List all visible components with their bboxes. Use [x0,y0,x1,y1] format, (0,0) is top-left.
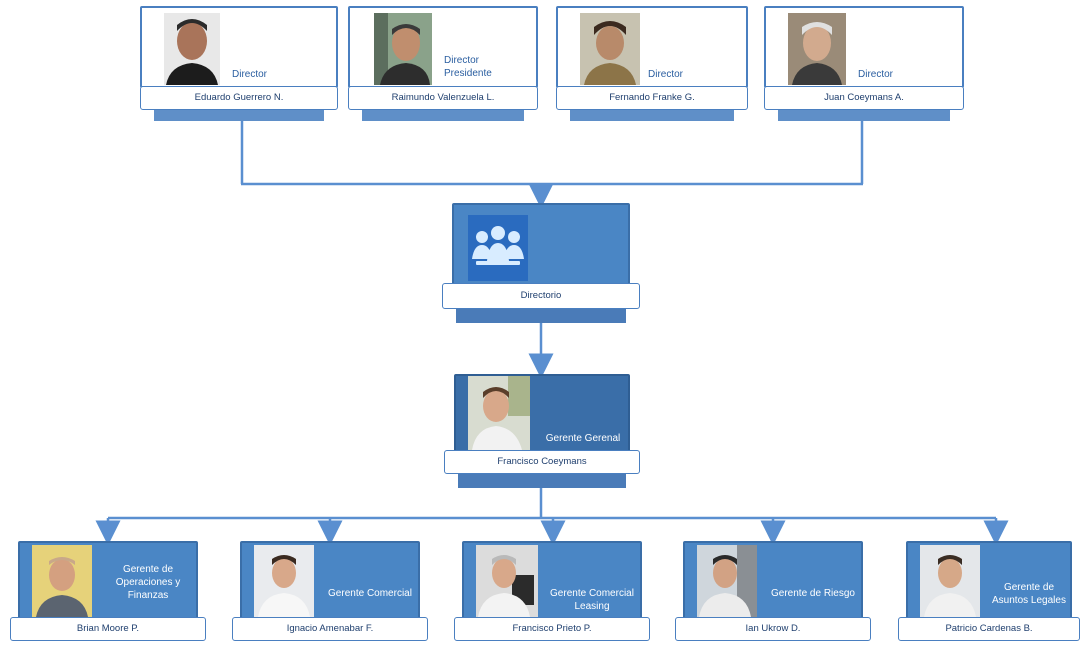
director-photo [164,13,220,85]
manager-photo [254,545,314,617]
manager-card-2: Gerente Comercial Ignacio Amenabar F. [232,541,428,653]
director-role: Director Presidente [444,55,492,79]
manager-name: Francisco Prieto P. [454,617,650,641]
director-name: Raimundo Valenzuela L. [348,86,538,110]
manager-photo [476,545,538,617]
director-name: Juan Coeymans A. [764,86,964,110]
manager-role: Gerente Comercial Leasing [550,588,634,612]
director-photo [580,13,640,85]
director-card-2: Director Presidente Raimundo Valenzuela … [348,6,538,121]
director-card-4: Director Juan Coeymans A. [764,6,964,121]
board-group-icon [468,215,528,281]
director-card-1: Director Eduardo Guerrero N. [140,6,338,121]
manager-name: Patricio Cardenas B. [898,617,1080,641]
manager-role: Gerente de Asuntos Legales [992,582,1066,606]
director-photo [788,13,846,85]
manager-role: Gerente de Riesgo [771,588,855,599]
director-role: Director [858,69,894,80]
manager-name: Brian Moore P. [10,617,206,641]
manager-card-3: Gerente Comercial Leasing Francisco Prie… [454,541,650,653]
board-card: Directorio [442,203,640,323]
manager-name: Ian Ukrow D. [675,617,871,641]
ceo-name: Francisco Coeymans [444,450,640,474]
director-role: Director [232,69,268,80]
manager-photo [697,545,757,617]
director-role: Director [648,69,684,80]
director-name: Eduardo Guerrero N. [140,86,338,110]
manager-photo [920,545,980,617]
ceo-card: Gerente Gerenal Francisco Coeymans [444,374,640,490]
director-photo [374,13,432,85]
board-name: Directorio [442,283,640,309]
manager-card-5: Gerente de Asuntos Legales Patricio Card… [898,541,1080,653]
director-card-3: Director Fernando Franke G. [556,6,748,121]
manager-role: Gerente Comercial [328,588,412,599]
manager-name: Ignacio Amenabar F. [232,617,428,641]
director-name: Fernando Franke G. [556,86,748,110]
manager-card-4: Gerente de Riesgo Ian Ukrow D. [675,541,871,653]
ceo-photo [468,376,530,450]
ceo-role: Gerente Gerenal [545,433,621,444]
manager-photo [32,545,92,617]
manager-role: Gerente de Operaciones y Finanzas [115,564,181,601]
manager-card-1: Gerente de Operaciones y Finanzas Brian … [10,541,206,653]
